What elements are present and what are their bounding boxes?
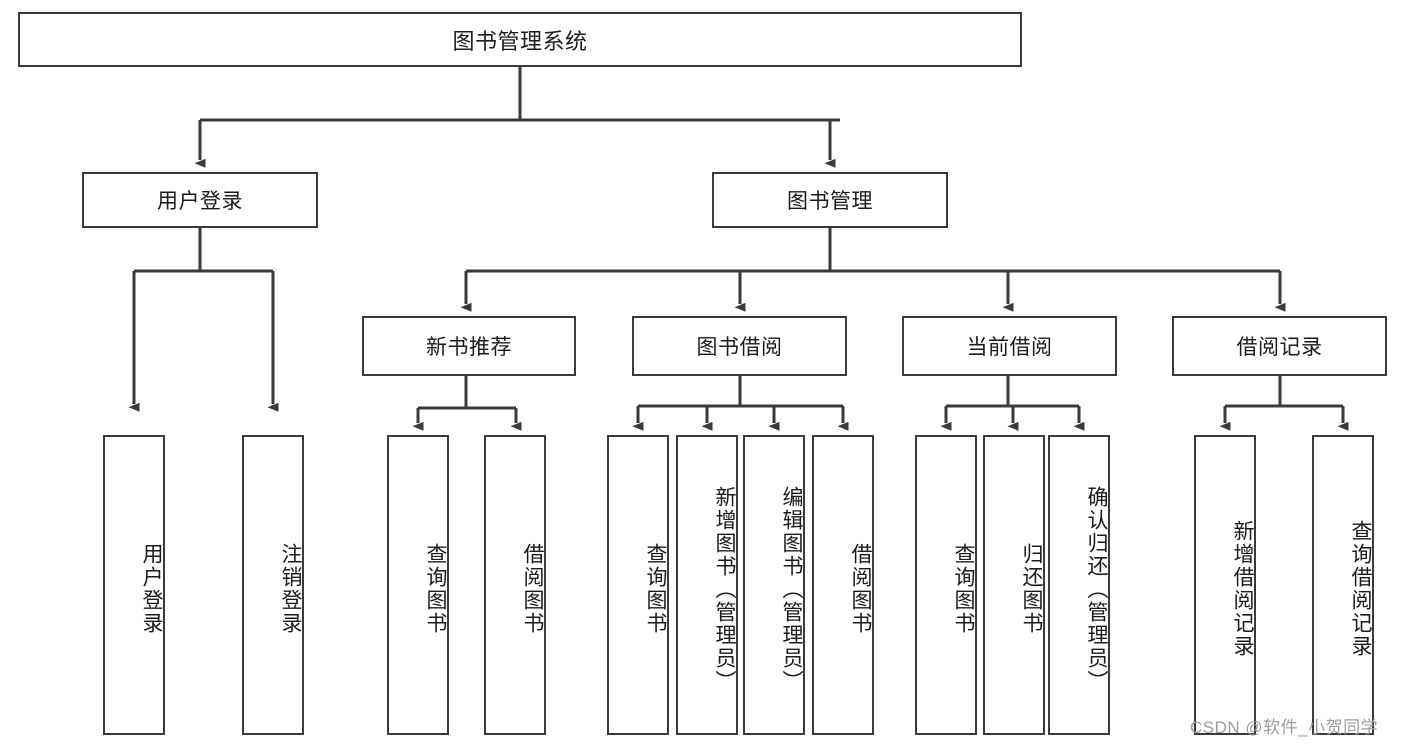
node-label: 确认归还（管理员）: [1085, 485, 1108, 693]
node-leaf-query-book-current[interactable]: 查询图书: [915, 435, 977, 735]
node-label: 用户登录: [140, 543, 163, 635]
node-leaf-confirm-return-admin[interactable]: 确认归还（管理员）: [1048, 435, 1110, 735]
node-current-borrow[interactable]: 当前借阅: [902, 316, 1117, 376]
node-borrow-record[interactable]: 借阅记录: [1172, 316, 1387, 376]
node-leaf-borrow-book-recommend[interactable]: 借阅图书: [484, 435, 546, 735]
node-label: 编辑图书（管理员）: [780, 485, 803, 693]
node-label: 归还图书: [1020, 543, 1043, 635]
node-leaf-add-book-admin[interactable]: 新增图书（管理员）: [676, 435, 738, 735]
node-leaf-borrow-book[interactable]: 借阅图书: [812, 435, 874, 735]
node-label: 借阅图书: [521, 543, 544, 635]
node-label: 新增图书（管理员）: [713, 485, 736, 693]
node-label: 图书管理: [787, 190, 873, 213]
node-leaf-query-book-recommend[interactable]: 查询图书: [387, 435, 449, 735]
node-leaf-return-book[interactable]: 归还图书: [983, 435, 1045, 735]
node-label: 借阅图书: [849, 543, 872, 635]
node-label: 查询图书: [424, 543, 447, 635]
node-leaf-query-book-borrow[interactable]: 查询图书: [607, 435, 669, 735]
node-label: 新书推荐: [426, 336, 512, 359]
node-label: 图书管理系统: [452, 28, 588, 54]
node-label: 新增借阅记录: [1231, 520, 1254, 658]
node-label: 借阅记录: [1236, 336, 1323, 359]
node-leaf-user-login[interactable]: 用户登录: [103, 435, 165, 735]
node-leaf-edit-book-admin[interactable]: 编辑图书（管理员）: [743, 435, 805, 735]
node-new-book-recommend[interactable]: 新书推荐: [362, 316, 576, 376]
node-label: 注销登录: [279, 543, 302, 635]
node-book-management[interactable]: 图书管理: [712, 172, 948, 228]
watermark-text: CSDN @软件_小贺同学: [1190, 718, 1379, 737]
node-leaf-user-logout[interactable]: 注销登录: [242, 435, 304, 735]
node-label: 用户登录: [157, 190, 243, 213]
node-label: 查询图书: [952, 543, 975, 635]
node-label: 图书借阅: [696, 336, 783, 359]
node-leaf-query-borrow-record[interactable]: 查询借阅记录: [1312, 435, 1374, 735]
node-user-login[interactable]: 用户登录: [82, 172, 318, 228]
node-label: 当前借阅: [966, 336, 1053, 359]
node-leaf-add-borrow-record[interactable]: 新增借阅记录: [1194, 435, 1256, 735]
node-label: 查询图书: [644, 543, 667, 635]
node-root-book-management-system[interactable]: 图书管理系统: [18, 12, 1022, 67]
node-label: 查询借阅记录: [1349, 520, 1372, 658]
node-book-borrow[interactable]: 图书借阅: [632, 316, 847, 376]
